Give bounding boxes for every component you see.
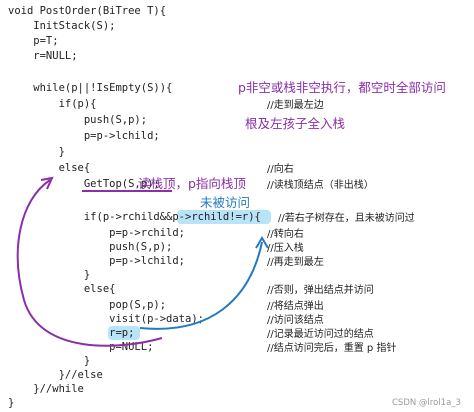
comment-push: //压入栈: [267, 243, 304, 254]
watermark: CSDN @lrol1a_3: [392, 398, 461, 408]
code-line-3: p=T;: [8, 35, 59, 47]
code-line-17: }: [8, 269, 91, 281]
code-line-7: if(p){: [8, 98, 97, 110]
purple-arrowhead-icon: [40, 176, 54, 190]
comment-record-last: //记录最近访问过的结点: [267, 329, 374, 340]
code-line-18: else{: [8, 283, 116, 295]
comment-leftmost: //走到最左边: [267, 100, 324, 111]
annotation-push-left: 根及左孩子全入栈: [245, 116, 346, 131]
comment-visit-node: //访问该结点: [267, 315, 324, 326]
code-line-24: }//else: [8, 369, 103, 381]
annotation-gettop: 读栈顶，p指向栈顶: [138, 176, 246, 191]
comment-right-exists: //若右子树存在，且未被访问过: [278, 213, 415, 224]
code-line-12: GetTop(S,p);: [8, 178, 160, 190]
code-line-22: p=NULL;: [8, 341, 154, 353]
code-line-4: r=NULL;: [8, 50, 78, 62]
code-line-11: else{: [8, 162, 91, 174]
comment-read-top: //读栈顶结点（非出栈）: [267, 180, 374, 191]
code-line-9: p=p->lchild;: [8, 130, 160, 142]
code-line-10: }: [8, 146, 65, 158]
code-line-14: p=p->rchild;: [8, 227, 186, 239]
purple-loop-arrow: [16, 179, 163, 347]
highlight-rchild-condition: [177, 210, 271, 224]
comment-go-left-again: //再走到最左: [267, 257, 324, 268]
code-line-1: void PostOrder(BiTree T){: [8, 5, 167, 17]
comment-go-right: //向右: [267, 164, 294, 175]
code-line-16: p=p->lchild;: [8, 255, 186, 267]
code-line-6: while(p||!IsEmpty(S)){: [8, 82, 173, 94]
code-line-21: r=p;: [8, 327, 135, 339]
annotation-unvisited: 未被访问: [200, 195, 251, 210]
code-line-25: }//while: [8, 383, 84, 395]
code-line-26: }: [8, 397, 15, 409]
code-line-8: push(S,p);: [8, 114, 148, 126]
comment-else-pop: //否则，弹出结点并访问: [267, 285, 374, 296]
code-line-15: push(S,p);: [8, 241, 173, 253]
annotation-loop-condition: p非空或栈非空执行，都空时全部访问: [238, 80, 446, 95]
highlight-r-assign: [108, 326, 140, 340]
code-line-23: }: [8, 355, 91, 367]
blue-arrowhead-icon: [255, 236, 269, 249]
comment-reset-p: //结点访问完后，重置 p 指针: [267, 343, 397, 354]
comment-pop-node: //将结点弹出: [267, 301, 324, 312]
code-line-19: pop(S,p);: [8, 299, 167, 311]
code-line-13: if(p->rchild&&p->rchild!=r){: [8, 211, 261, 223]
blue-link-arrow: [139, 241, 263, 330]
code-line-20: visit(p->data);: [8, 313, 204, 325]
code-line-2: InitStack(S);: [8, 20, 116, 32]
comment-turn-right: //转向右: [267, 229, 304, 240]
